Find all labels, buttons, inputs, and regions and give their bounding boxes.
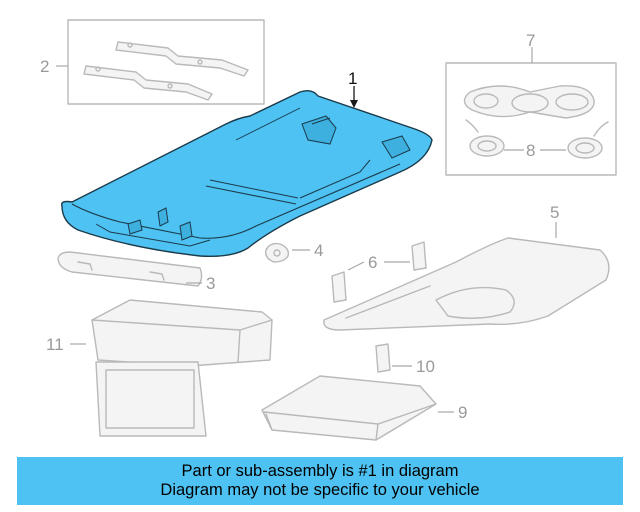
callout-1: 1: [348, 69, 357, 88]
callout-7: 7: [526, 31, 535, 50]
part-10-bracket: [375, 343, 391, 373]
callout-10: 10: [416, 357, 435, 376]
banner-line-2: Diagram may not be specific to your vehi…: [160, 481, 480, 499]
callout-5: 5: [550, 203, 559, 222]
part-6-bracket-right: [411, 241, 427, 271]
part-1-headliner: [61, 89, 433, 258]
part-2-brackets: [67, 19, 265, 105]
callout-11: 11: [46, 335, 64, 354]
part-5-overhead-console: [323, 237, 610, 331]
part-4-clip: [264, 242, 290, 263]
callout-8: 8: [526, 141, 535, 160]
callout-6: 6: [368, 253, 377, 272]
part-11-video-monitor: [91, 299, 273, 437]
part-9-storage-bin: [261, 375, 437, 441]
callout-2: 2: [40, 57, 49, 76]
banner-line-1: Part or sub-assembly is #1 in diagram: [181, 462, 459, 480]
parts-diagram: 2 7 8 1: [40, 19, 617, 441]
part-6-bracket-left: [331, 271, 347, 303]
callout-3: 3: [206, 274, 215, 293]
callout-4: 4: [314, 241, 323, 260]
disclaimer-banner: Part or sub-assembly is #1 in diagram Di…: [17, 457, 623, 505]
part-3-trim-panel: [57, 251, 203, 287]
part-7-lamp-assembly: [445, 62, 617, 176]
callout-9: 9: [458, 403, 467, 422]
part-8-lamp-bulbs: [465, 119, 609, 159]
